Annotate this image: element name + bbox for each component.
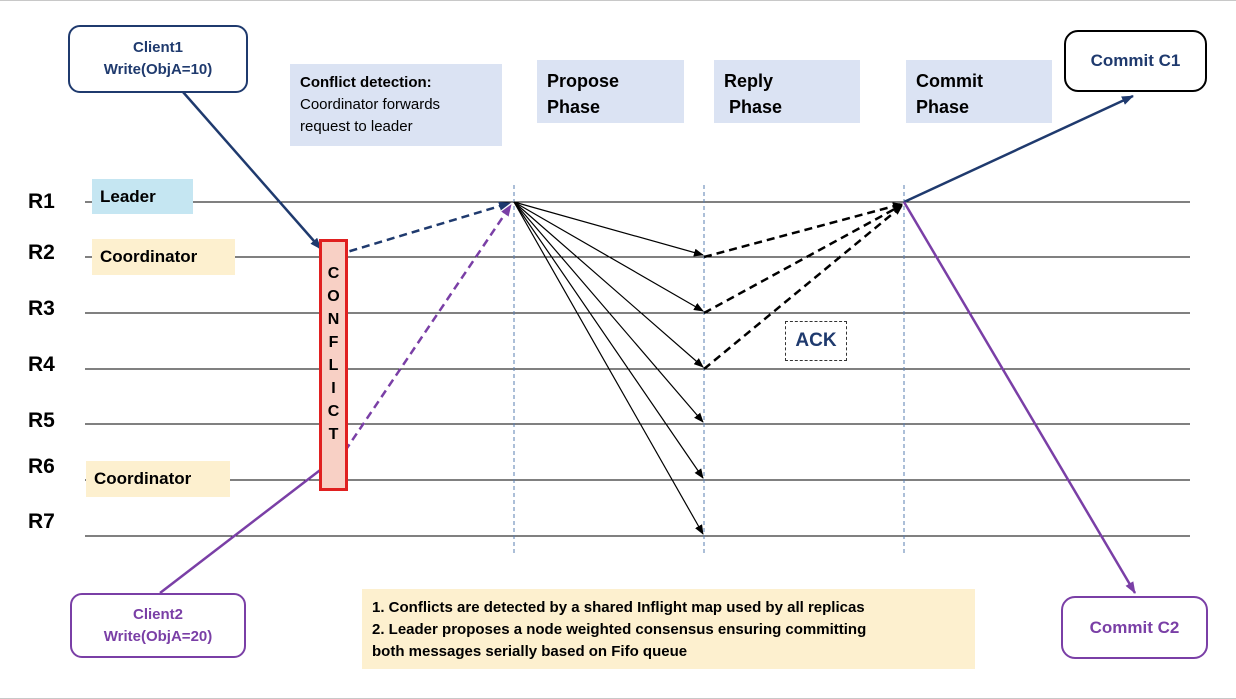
conflict-marker: C O N F L I C T: [319, 239, 348, 491]
client1-name: Client1: [132, 39, 183, 56]
conflict-letter: L: [328, 357, 339, 374]
commit-c2-box: Commit C2: [1061, 596, 1208, 659]
conflict-letter: F: [328, 334, 339, 351]
conflict-letter: O: [327, 288, 340, 305]
forward-to-leader-purple: [343, 204, 513, 452]
conflict-detection-line2: request to leader: [300, 118, 413, 135]
reply-arrows: [703, 202, 903, 370]
client1-request-arrow: [182, 91, 322, 250]
replica-label-r7: R7: [28, 510, 55, 533]
propose-arrow-r3: [513, 201, 704, 312]
replica-label-r3: R3: [28, 297, 55, 320]
propose-arrow-r6: [513, 201, 704, 479]
leader-tag: Leader: [92, 179, 193, 214]
propose-phase-line2: Phase: [547, 97, 601, 117]
coordinator-tag-r6: Coordinator: [86, 461, 230, 497]
propose-phase-line1: Propose: [547, 71, 620, 91]
conflict-letter: I: [331, 380, 336, 397]
summary-note-line1: 1. Conflicts are detected by a shared In…: [372, 599, 865, 616]
client2-box: Client2 Write(ObjA=20): [70, 593, 246, 658]
summary-note: 1. Conflicts are detected by a shared In…: [362, 589, 975, 669]
propose-arrow-r5: [513, 201, 704, 423]
commit-c2-arrow: [902, 201, 1137, 594]
replica-label-r2: R2: [28, 241, 55, 264]
commit-phase-line1: Commit: [916, 71, 983, 91]
propose-arrow-r7: [513, 201, 704, 535]
propose-arrow-r4: [513, 201, 704, 368]
client1-box: Client1 Write(ObjA=10): [68, 25, 248, 93]
conflict-letter: C: [327, 403, 340, 420]
replica-label-r1: R1: [28, 190, 55, 213]
coordinator-tag-r2: Coordinator: [92, 239, 235, 275]
replica-label-r6: R6: [28, 455, 55, 478]
commit-c2-label: Commit C2: [1089, 617, 1180, 637]
client2-request-arrow: [159, 450, 346, 594]
client1-operation: Write(ObjA=10): [103, 61, 213, 78]
summary-note-line2: 2. Leader proposes a node weighted conse…: [372, 621, 867, 638]
conflict-detection-line1: Coordinator forwards: [300, 96, 441, 113]
commit-phase-label: Commit Phase: [906, 60, 1052, 123]
conflict-detection-note: Conflict detection: Coordinator forwards…: [290, 64, 502, 146]
reply-phase-line1: Reply: [724, 71, 774, 91]
conflict-letter: N: [327, 311, 340, 328]
client2-name: Client2: [132, 605, 183, 623]
reply-phase-line2: Phase: [729, 97, 783, 117]
conflict-detection-title: Conflict detection:: [300, 74, 432, 91]
ack-label: ACK: [785, 321, 847, 361]
reply-phase-label: Reply Phase: [714, 60, 860, 123]
reply-arrow-r3: [703, 203, 903, 315]
forward-to-leader-navy: [336, 201, 511, 257]
conflict-letter: C: [327, 265, 340, 282]
commit-phase-line2: Phase: [916, 97, 970, 117]
replica-label-r4: R4: [28, 353, 55, 376]
propose-phase-label: Propose Phase: [537, 60, 684, 123]
propose-arrow-r2: [513, 201, 704, 257]
propose-arrows: [513, 201, 704, 535]
reply-arrow-r2: [703, 202, 903, 259]
conflict-letter: T: [328, 426, 339, 443]
phase-separators: [513, 185, 905, 555]
reply-arrow-r4: [703, 205, 903, 370]
commit-c1-box: Commit C1: [1064, 30, 1207, 92]
commit-c1-label: Commit C1: [1090, 51, 1181, 70]
replica-label-r5: R5: [28, 409, 55, 432]
client2-operation: Write(ObjA=20): [103, 627, 213, 645]
commit-c1-arrow: [903, 94, 1134, 204]
replica-timelines: [85, 201, 1190, 537]
summary-note-line3: both messages serially based on Fifo que…: [372, 643, 688, 660]
